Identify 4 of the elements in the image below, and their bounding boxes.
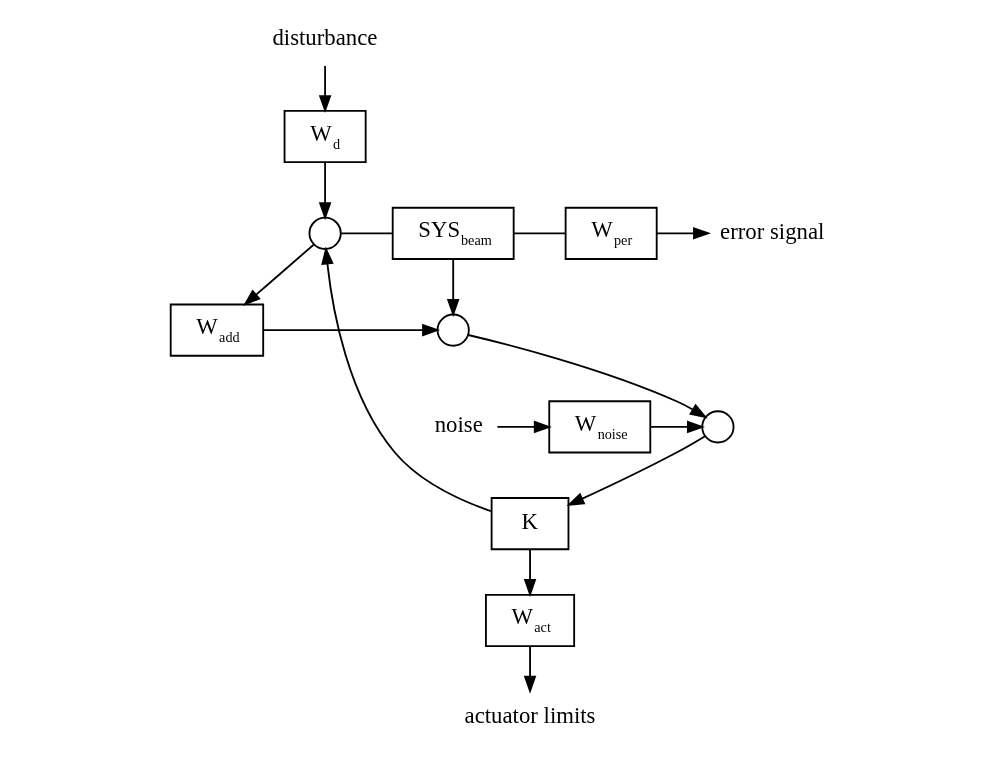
node-text: error signal [720,218,825,244]
node-text: noise [434,412,483,438]
node-text: actuator limits [464,702,596,728]
node-text: disturbance [272,25,378,51]
